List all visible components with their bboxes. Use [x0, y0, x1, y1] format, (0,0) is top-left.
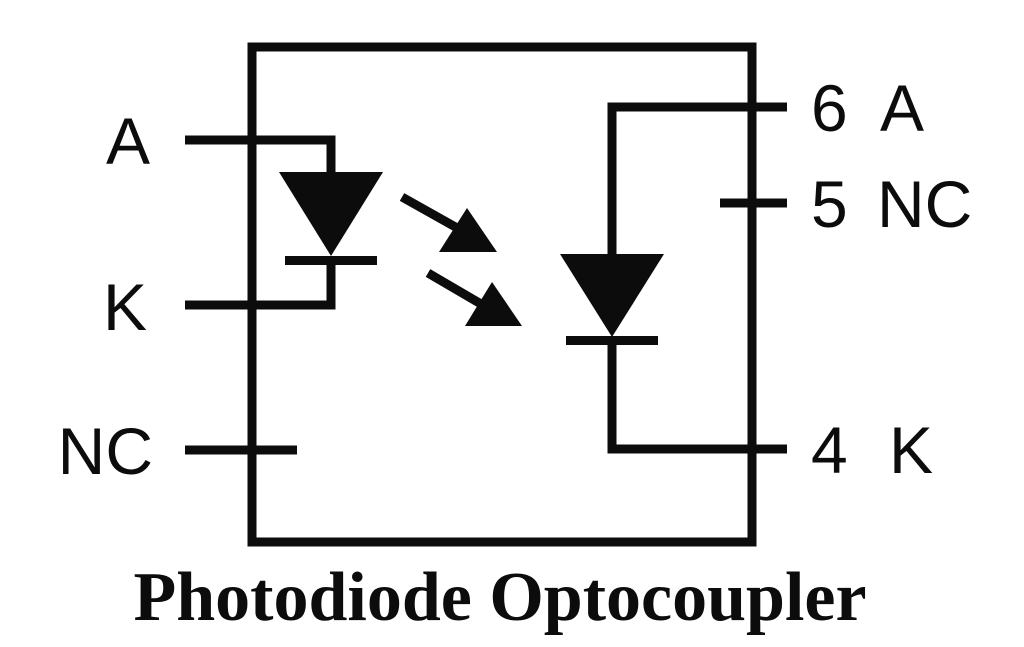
pin-a-wire: [185, 135, 336, 176]
pin-5-label: NC: [877, 167, 972, 241]
pin-4-cathode-wire: [607, 338, 787, 454]
photodiode-triangle-icon: [560, 254, 664, 337]
pin-6-label: A: [880, 71, 924, 145]
light-emission-arrows-icon: [399, 193, 522, 326]
ic-package-outline: [247, 42, 757, 547]
photodiode-symbol: [560, 254, 664, 345]
pin-5-number: 5: [811, 167, 848, 241]
light-arrow-shaft: [399, 193, 462, 233]
diagram-title: Photodiode Optocoupler: [133, 559, 866, 636]
pin-a-label: A: [106, 104, 150, 178]
pin-6-anode-wire: [607, 102, 787, 258]
light-arrow-head-icon: [439, 208, 497, 252]
pin-4-number: 4: [811, 413, 848, 487]
pin-k-wire: [185, 258, 336, 310]
pin-4-label: K: [889, 413, 933, 487]
pin-nc-label: NC: [58, 414, 153, 488]
light-arrow-bottom: [425, 269, 522, 326]
led-symbol: [279, 172, 383, 265]
led-triangle-icon: [279, 172, 383, 256]
pin-k-label: K: [103, 270, 147, 344]
pin-6-number: 6: [811, 71, 848, 145]
light-arrow-top: [399, 193, 497, 252]
light-arrow-shaft: [425, 269, 484, 308]
light-arrow-head-icon: [465, 282, 522, 326]
